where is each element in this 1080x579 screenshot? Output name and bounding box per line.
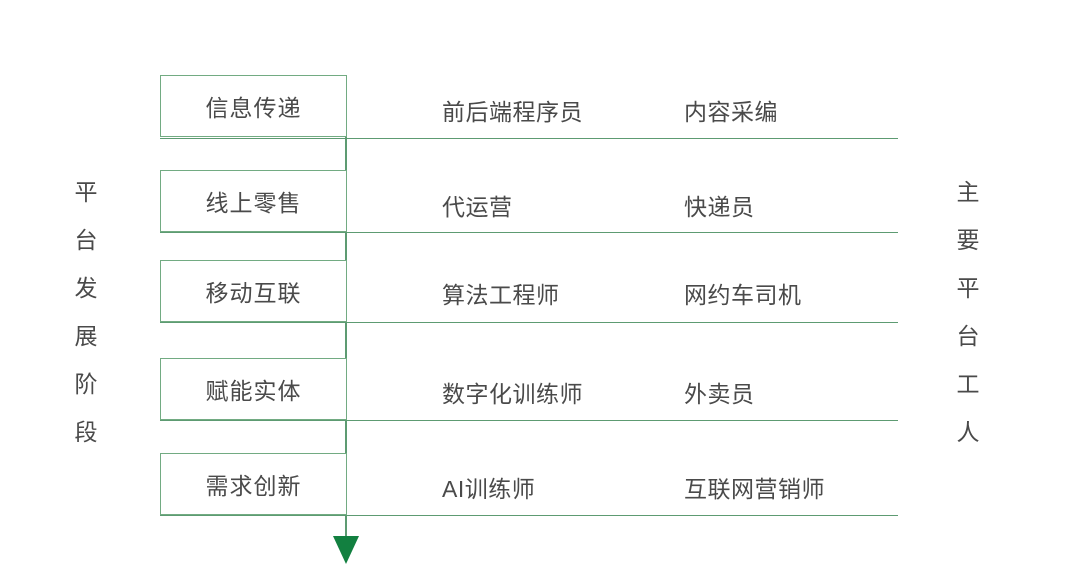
- right-axis-label-char: 人: [956, 419, 980, 445]
- right-axis-label-char: 平: [956, 275, 980, 301]
- right-axis-label-char: 主: [956, 179, 980, 205]
- left-axis-label-char: 展: [74, 323, 98, 349]
- role-label-secondary: 快递员: [684, 194, 755, 220]
- stage-box[interactable]: 移动互联: [160, 260, 347, 322]
- stage-box[interactable]: 赋能实体: [160, 358, 347, 420]
- stage-box[interactable]: 线上零售: [160, 170, 347, 232]
- row-separator: [160, 322, 898, 323]
- stage-box[interactable]: 需求创新: [160, 453, 347, 515]
- row-separator: [160, 420, 898, 421]
- right-axis-label: 主 要 平 台 工 人: [948, 168, 988, 456]
- role-label-secondary: 网约车司机: [684, 282, 802, 308]
- left-axis-label-char: 发: [74, 275, 98, 301]
- left-axis-label-char: 台: [74, 227, 98, 253]
- role-label-primary: 代运营: [442, 194, 513, 220]
- stage-box[interactable]: 信息传递: [160, 75, 347, 137]
- row-separator: [160, 138, 898, 139]
- row-separator: [160, 232, 898, 233]
- left-axis-label-char: 平: [74, 179, 98, 205]
- left-axis-label: 平 台 发 展 阶 段: [66, 168, 106, 456]
- down-arrow-icon: [333, 536, 359, 564]
- left-axis-label-char: 段: [74, 419, 98, 445]
- role-label-primary: 算法工程师: [442, 282, 560, 308]
- row-separator: [160, 515, 898, 516]
- right-axis-label-char: 要: [956, 227, 980, 253]
- role-label-secondary: 外卖员: [684, 381, 755, 407]
- role-label-primary: AI训练师: [442, 476, 536, 502]
- role-label-primary: 前后端程序员: [442, 99, 583, 125]
- right-axis-label-char: 工: [956, 371, 980, 397]
- role-label-secondary: 内容采编: [684, 99, 778, 125]
- right-axis-label-char: 台: [956, 323, 980, 349]
- left-axis-label-char: 阶: [74, 371, 98, 397]
- role-label-secondary: 互联网营销师: [684, 476, 825, 502]
- role-label-primary: 数字化训练师: [442, 381, 583, 407]
